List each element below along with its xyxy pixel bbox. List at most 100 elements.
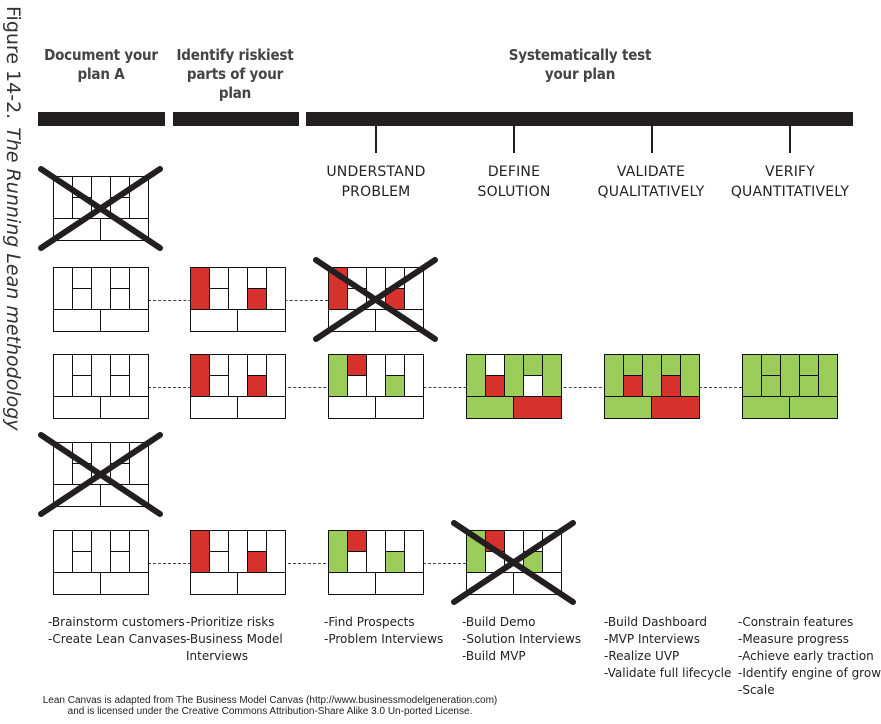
stage-tick-validate bbox=[651, 126, 653, 153]
steps-identify: -Prioritize risks -Business Model Interv… bbox=[186, 614, 283, 665]
canvas-cell bbox=[189, 353, 210, 398]
stage-line2: QUALITATIVELY bbox=[597, 184, 705, 200]
canvas-cell bbox=[465, 529, 486, 574]
step-item: -Find Prospects bbox=[324, 615, 415, 629]
step-item: -Build Demo bbox=[462, 615, 536, 629]
canvas-cell bbox=[384, 529, 405, 552]
canvas-cell bbox=[265, 353, 286, 398]
stage-tick-understand bbox=[375, 126, 377, 153]
canvas-cell bbox=[90, 441, 111, 486]
stage-verify-quantitatively: VERIFY QUANTITATIVELY bbox=[722, 162, 858, 202]
canvas-cell bbox=[100, 484, 149, 508]
canvas-cell bbox=[52, 175, 73, 220]
lean-canvas bbox=[189, 266, 286, 333]
canvas-cell bbox=[208, 550, 229, 574]
canvas-cell bbox=[798, 374, 819, 398]
canvas-cell bbox=[189, 572, 238, 596]
canvas-cell bbox=[71, 175, 92, 198]
canvas-cell bbox=[208, 287, 229, 311]
step-item: -Create Lean Canvases bbox=[48, 632, 187, 646]
step-item: -Solution Interviews bbox=[462, 632, 582, 646]
canvas-cell bbox=[128, 175, 149, 220]
stage-define-solution: DEFINE SOLUTION bbox=[454, 162, 574, 202]
steps-document: -Brainstorm customers -Create Lean Canva… bbox=[48, 614, 186, 648]
canvas-cell bbox=[327, 309, 376, 333]
canvas-cell bbox=[679, 353, 700, 398]
canvas-cell bbox=[208, 529, 229, 552]
canvas-cell bbox=[384, 353, 405, 376]
figure-caption: Figure 14-2. The Running Lean methodology bbox=[0, 0, 24, 431]
canvas-cell bbox=[109, 196, 130, 220]
canvas-cell bbox=[237, 309, 286, 333]
stage-tick-verify bbox=[789, 126, 791, 153]
step-item: -Validate full lifecycle bbox=[604, 666, 732, 680]
canvas-cell bbox=[641, 353, 662, 398]
canvas-cell bbox=[513, 396, 562, 420]
footer-line2: and is licensed under the Creative Commo… bbox=[67, 706, 473, 717]
canvas-cell bbox=[327, 572, 376, 596]
canvas-cell bbox=[237, 572, 286, 596]
phase-bar-test bbox=[306, 112, 853, 126]
step-item: -Scale bbox=[738, 683, 775, 697]
canvas-cell bbox=[346, 287, 367, 311]
canvas-cell bbox=[384, 266, 405, 289]
canvas-cell bbox=[346, 550, 367, 574]
canvas-cell bbox=[52, 218, 101, 242]
canvas-cell bbox=[513, 572, 562, 596]
step-item: -MVP Interviews bbox=[604, 632, 700, 646]
canvas-cell bbox=[651, 396, 700, 420]
canvas-cell bbox=[603, 353, 624, 398]
figure-number: Figure 14-2. bbox=[2, 6, 24, 120]
step-item: -Realize UVP bbox=[604, 649, 680, 663]
canvas-cell bbox=[503, 529, 524, 574]
canvas-cell bbox=[384, 374, 405, 398]
canvas-cell bbox=[622, 353, 643, 376]
canvas-cell bbox=[465, 572, 514, 596]
canvas-cell bbox=[246, 353, 267, 376]
canvas-cell bbox=[109, 374, 130, 398]
phase-bar-document bbox=[38, 112, 165, 126]
canvas-cell bbox=[265, 529, 286, 574]
phase-document-plan: Document your plan A bbox=[44, 46, 158, 83]
canvas-cell bbox=[71, 374, 92, 398]
canvas-cell bbox=[384, 287, 405, 311]
stage-line1: VERIFY bbox=[764, 164, 816, 180]
canvas-cell bbox=[798, 353, 819, 376]
step-item: -Achieve early traction bbox=[738, 649, 874, 663]
canvas-cell bbox=[375, 396, 424, 420]
figure-title: The Running Lean methodology bbox=[2, 127, 24, 431]
canvas-cell bbox=[128, 353, 149, 398]
canvas-cell bbox=[327, 529, 348, 574]
step-item: -Problem Interviews bbox=[324, 632, 444, 646]
canvas-cell bbox=[622, 374, 643, 398]
canvas-cell bbox=[109, 353, 130, 376]
canvas-cell bbox=[109, 175, 130, 198]
stage-validate-qualitatively: VALIDATE QUALITATIVELY bbox=[586, 162, 716, 202]
footer-line1: Lean Canvas is adapted from The Business… bbox=[42, 695, 498, 706]
canvas-cell bbox=[327, 396, 376, 420]
canvas-cell bbox=[52, 484, 101, 508]
canvas-cell bbox=[100, 218, 149, 242]
canvas-cell bbox=[227, 266, 248, 311]
canvas-cell bbox=[465, 396, 514, 420]
canvas-cell bbox=[522, 529, 543, 552]
canvas-cell bbox=[760, 374, 781, 398]
lean-canvas bbox=[189, 529, 286, 596]
canvas-cell bbox=[346, 353, 367, 376]
canvas-cell bbox=[109, 266, 130, 289]
canvas-cell bbox=[71, 462, 92, 486]
canvas-cell bbox=[52, 572, 101, 596]
canvas-cell bbox=[189, 396, 238, 420]
canvas-cell bbox=[789, 396, 838, 420]
steps-understand: -Find Prospects -Problem Interviews bbox=[324, 614, 443, 648]
canvas-cell bbox=[403, 529, 424, 574]
canvas-cell bbox=[128, 529, 149, 574]
canvas-cell bbox=[246, 529, 267, 552]
lean-canvas bbox=[52, 353, 149, 420]
canvas-cell bbox=[760, 353, 781, 376]
canvas-cell bbox=[817, 353, 838, 398]
canvas-cell bbox=[109, 529, 130, 552]
lean-canvas bbox=[327, 353, 424, 420]
canvas-cell bbox=[90, 266, 111, 311]
stage-line2: SOLUTION bbox=[477, 184, 551, 200]
